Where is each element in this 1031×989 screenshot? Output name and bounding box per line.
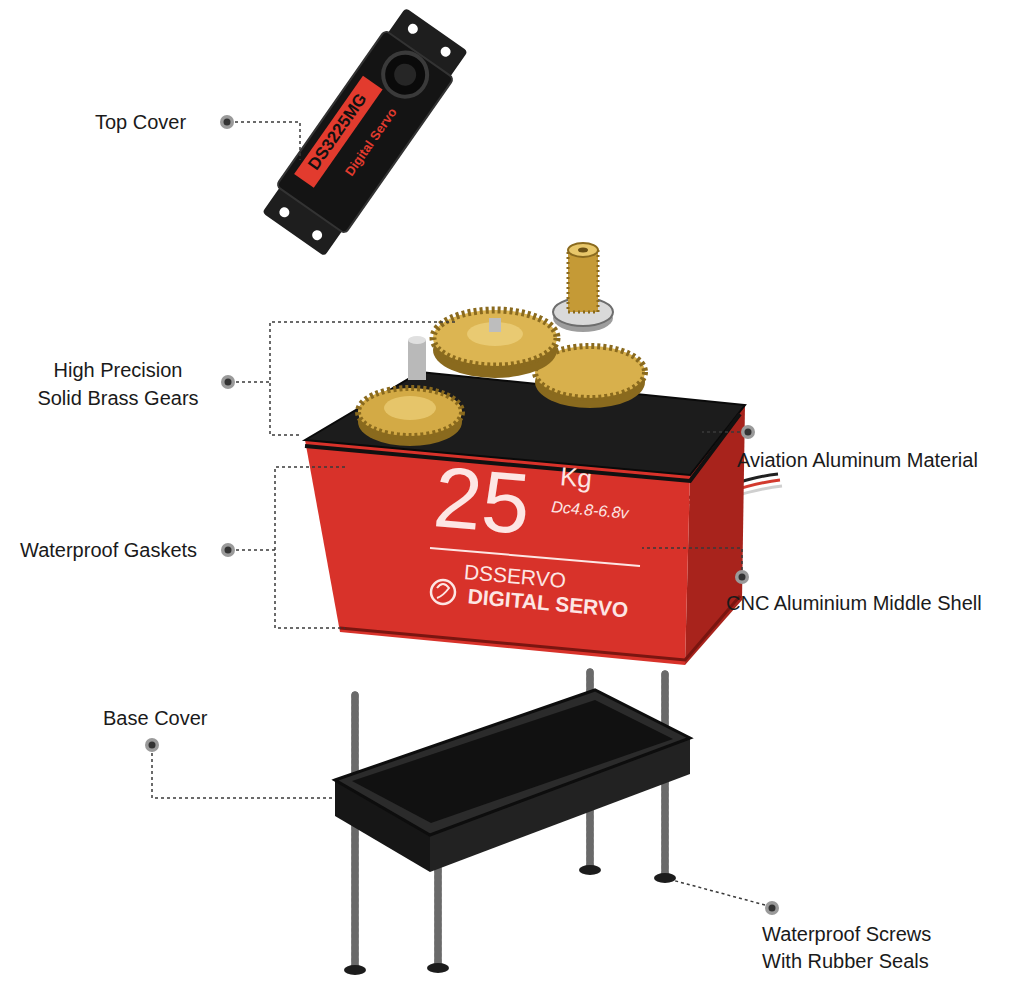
gear — [358, 388, 462, 436]
callout-dot — [225, 547, 232, 554]
output-shaft-top — [568, 243, 598, 257]
voltage-text: Dc4.8-6.8v — [551, 497, 630, 523]
leader-bracket — [236, 467, 345, 628]
cover-body — [276, 30, 454, 234]
output-ring — [375, 44, 436, 105]
part-name: CNC Aluminium Middle Shell — [726, 591, 982, 615]
leader-bracket — [236, 322, 455, 435]
callout-dot — [220, 115, 234, 129]
leader-lines — [152, 122, 765, 905]
shaft-hole — [578, 248, 588, 253]
gear — [433, 310, 557, 366]
mount-hole — [277, 205, 291, 219]
logo-mark — [431, 580, 455, 604]
pinion-top — [408, 336, 426, 344]
callout-dot — [224, 119, 231, 126]
middle-shell — [305, 372, 745, 665]
callout-dot — [145, 738, 159, 752]
mount-hole — [439, 45, 453, 59]
leader-line — [702, 431, 740, 433]
mount-hole — [310, 228, 324, 242]
screw-head — [427, 963, 449, 973]
spline — [568, 250, 598, 312]
decor-line — [430, 548, 640, 566]
screw-head — [654, 873, 676, 883]
callout-dot — [739, 574, 746, 581]
screw — [352, 695, 359, 968]
leader-line — [642, 548, 742, 570]
callout-dot — [745, 429, 752, 436]
unit-text: Kg — [559, 461, 593, 495]
logo-mark — [437, 584, 449, 598]
part-name: High Precision Solid Brass Gears — [33, 356, 203, 412]
leader-line — [672, 880, 765, 905]
pinion-shaft — [408, 340, 426, 380]
tray-rim — [335, 690, 690, 835]
mount-hole — [406, 22, 420, 36]
callout-dot — [741, 425, 755, 439]
part-name: Waterproof Screws With Rubber Seals — [762, 921, 962, 975]
screw-thread — [352, 695, 359, 968]
top-cover — [259, 6, 471, 259]
torque-rating: 25 — [431, 453, 534, 547]
part-name: Aviation Aluminum Material — [737, 448, 978, 472]
screw-head — [344, 965, 366, 975]
callout-dot — [221, 543, 235, 557]
callout-dot — [221, 375, 235, 389]
callout-dot — [769, 905, 776, 912]
base-cover — [335, 690, 690, 872]
shell-top — [305, 372, 745, 475]
callout-dots — [145, 115, 779, 915]
leader-line — [235, 122, 300, 160]
part-name: Waterproof Gaskets — [20, 538, 197, 562]
callout-dot — [735, 570, 749, 584]
tray-inside — [352, 700, 673, 823]
leader-line — [152, 753, 335, 798]
part-name: Base Cover — [103, 706, 208, 730]
screw-head — [579, 865, 601, 875]
cover-tabs — [262, 8, 468, 256]
brass-gears — [358, 243, 645, 446]
callout-dot — [225, 379, 232, 386]
gear-hub — [384, 396, 436, 420]
output-hole — [390, 59, 421, 90]
part-name: Top Cover — [95, 110, 186, 134]
callout-dot — [149, 742, 156, 749]
callout-dot — [765, 901, 779, 915]
gear-pin — [489, 318, 501, 332]
output-shaft — [568, 250, 598, 312]
